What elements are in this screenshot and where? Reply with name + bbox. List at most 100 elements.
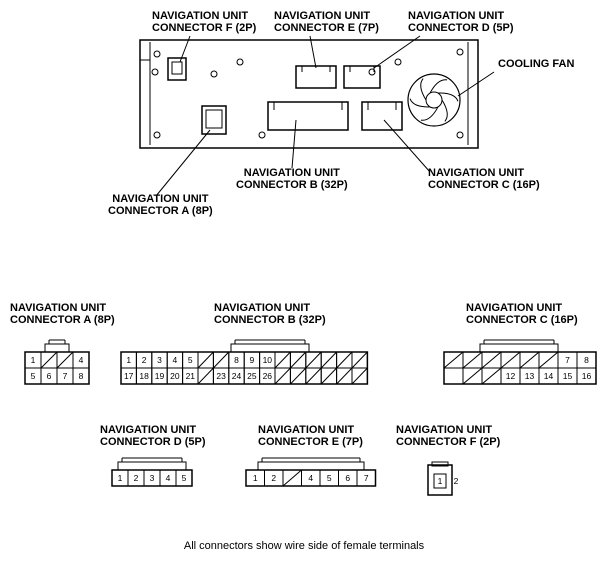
connector-c-empty-slash	[443, 351, 464, 369]
connector-b-pin-3: 3	[157, 355, 162, 365]
connector-a-latch	[44, 343, 70, 353]
unit-connector-f-socket	[167, 57, 187, 81]
connector-b-pin-1: 1	[126, 355, 131, 365]
leader-connector-e	[309, 35, 317, 69]
unit-connector-f-pin	[171, 61, 183, 75]
cooling-fan-blade	[420, 78, 427, 101]
connector-f-housing	[427, 464, 453, 496]
connector-c-empty-slash	[519, 351, 540, 369]
connector-e-top-cell	[356, 469, 376, 487]
connector-b-empty-slash	[213, 351, 230, 369]
screw-4	[258, 131, 266, 139]
connector-b-pin-9: 9	[250, 355, 255, 365]
screw-3	[394, 58, 402, 66]
cooling-fan-blade	[409, 98, 431, 108]
connector-a-pin-6: 6	[47, 371, 52, 381]
connector-b-empty-slash	[320, 351, 337, 369]
connector-a-empty-slash	[40, 351, 58, 369]
connector-b-pin-5: 5	[188, 355, 193, 365]
leader-connector-d	[373, 35, 421, 69]
label-connector-d: NAVIGATION UNIT CONNECTOR D (5P)	[100, 424, 206, 448]
label-connector-a-top: NAVIGATION UNIT CONNECTOR A (8P)	[108, 193, 213, 217]
connector-b-empty-slash	[351, 367, 368, 385]
unit-connector-b-socket	[267, 101, 349, 131]
connector-a-pin-7: 7	[63, 371, 68, 381]
connector-d-pin-2: 2	[134, 473, 139, 483]
connector-e-pin-6: 6	[345, 473, 350, 483]
connector-b-pin-20: 20	[170, 371, 180, 381]
connector-e-empty-slash	[282, 469, 302, 487]
connector-e-latch	[257, 461, 365, 471]
connector-c-empty-slash	[538, 351, 559, 369]
connector-b-pin-2: 2	[142, 355, 147, 365]
screw-7	[456, 48, 464, 56]
leader-connector-a	[155, 129, 211, 197]
label-cooling-fan: COOLING FAN	[498, 58, 575, 70]
connector-c-empty-slash	[481, 351, 502, 369]
connector-b-empty-slash	[290, 367, 307, 385]
connector-b-empty-slash	[305, 367, 322, 385]
cooling-fan-hub	[425, 91, 443, 109]
connector-b-latch	[230, 343, 310, 353]
connector-c-empty-slash	[462, 351, 483, 369]
leader-cooling-fan	[457, 71, 495, 97]
connector-d-pin-5: 5	[182, 473, 187, 483]
navigation-unit-body	[139, 39, 479, 149]
connector-b-pin-24: 24	[232, 371, 242, 381]
unit-connector-d-socket	[343, 65, 381, 89]
label-connector-e-top: NAVIGATION UNIT CONNECTOR E (7P)	[274, 10, 379, 34]
cooling-fan-blade	[420, 106, 439, 121]
cooling-fan-blade	[441, 99, 448, 122]
label-connector-b: NAVIGATION UNIT CONNECTOR B (32P)	[214, 302, 326, 326]
connector-c-pin-7: 7	[565, 355, 570, 365]
connector-c-empty-slash	[481, 367, 502, 385]
connector-f-pin-2: 2	[454, 476, 459, 486]
connector-a-pin-4: 4	[79, 355, 84, 365]
connector-a-pin-8: 8	[79, 371, 84, 381]
unit-connector-a-pin	[205, 109, 223, 129]
label-connector-a: NAVIGATION UNIT CONNECTOR A (8P)	[10, 302, 115, 326]
label-connector-d-top: NAVIGATION UNIT CONNECTOR D (5P)	[408, 10, 514, 34]
connector-d-pin-4: 4	[166, 473, 171, 483]
connector-c-bottom-cell	[576, 367, 597, 385]
unit-connector-a-socket	[201, 105, 227, 135]
connector-b-pin-19: 19	[155, 371, 165, 381]
screw-8	[210, 70, 218, 78]
footer-note: All connectors show wire side of female …	[183, 540, 425, 552]
label-connector-b-top: NAVIGATION UNIT CONNECTOR B (32P)	[236, 167, 348, 191]
connector-b-empty-slash	[274, 351, 291, 369]
connector-b-pin-21: 21	[186, 371, 196, 381]
connector-b-empty-slash	[336, 351, 353, 369]
connector-b-empty-slash	[290, 351, 307, 369]
cooling-fan-blade	[429, 79, 448, 94]
connector-d-latch	[117, 461, 187, 471]
connector-c-pin-16: 16	[582, 371, 592, 381]
connector-b-pin-8: 8	[234, 355, 239, 365]
connector-c-pin-8: 8	[584, 355, 589, 365]
connector-c-pin-14: 14	[544, 371, 554, 381]
connector-b-pin-23: 23	[216, 371, 226, 381]
cooling-fan-blade	[437, 92, 459, 102]
connector-b-empty-slash	[197, 367, 214, 385]
connector-f-pin-1-cell	[433, 473, 447, 489]
connector-e-pin-1: 1	[253, 473, 258, 483]
screw-5	[368, 68, 376, 76]
connector-d-pin-3: 3	[150, 473, 155, 483]
connector-b-empty-slash	[274, 367, 291, 385]
connector-c-latch	[479, 343, 559, 353]
connector-d-pin-1: 1	[118, 473, 123, 483]
label-connector-c-top: NAVIGATION UNIT CONNECTOR C (16P)	[428, 167, 540, 191]
leader-connector-f	[179, 35, 191, 63]
connector-a-pin-1: 1	[31, 355, 36, 365]
connector-e-pin-4: 4	[308, 473, 313, 483]
screw-2	[236, 58, 244, 66]
connector-b-empty-slash	[197, 351, 214, 369]
screw-6	[456, 131, 464, 139]
label-connector-f-top: NAVIGATION UNIT CONNECTOR F (2P)	[152, 10, 257, 34]
connector-e-pin-7: 7	[364, 473, 369, 483]
connector-a-empty-slash	[56, 351, 74, 369]
label-connector-c: NAVIGATION UNIT CONNECTOR C (16P)	[466, 302, 578, 326]
connector-b-pin-4: 4	[173, 355, 178, 365]
label-connector-f: NAVIGATION UNIT CONNECTOR F (2P)	[396, 424, 501, 448]
connector-e-pin-5: 5	[327, 473, 332, 483]
